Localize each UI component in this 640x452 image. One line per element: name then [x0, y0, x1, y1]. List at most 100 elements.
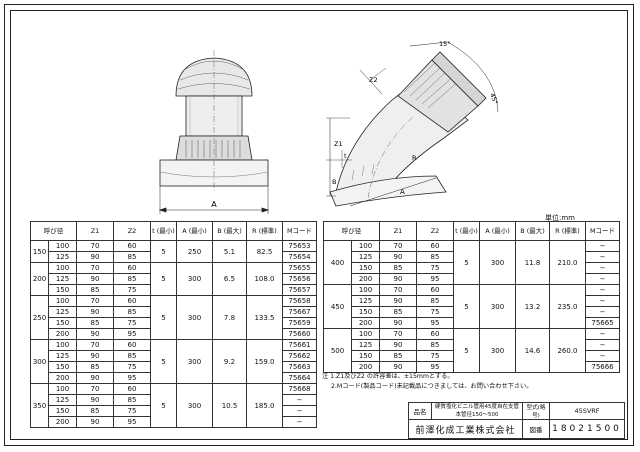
cell-z2: 85 — [416, 251, 454, 263]
cell-z1: 90 — [76, 306, 114, 318]
cell-mcode: 75655 — [282, 262, 317, 274]
cell-z1: 90 — [76, 416, 114, 428]
cell-z2: 85 — [416, 295, 454, 307]
cell-z1: 85 — [379, 350, 417, 362]
cell-sub: 100 — [48, 339, 77, 351]
cell-mcode: 75657 — [282, 284, 317, 296]
cell-sub: 200 — [48, 372, 77, 384]
cell-z1: 90 — [379, 273, 417, 285]
cell-nominal: 450 — [323, 284, 352, 329]
cell-z2: 95 — [113, 328, 151, 340]
cell-z1: 90 — [379, 317, 417, 329]
cell-z1: 90 — [76, 251, 114, 263]
product-name-line1: 硬質塩化ビニル管用45度自在支管 — [435, 404, 519, 410]
cell-mcode: − — [585, 295, 620, 307]
cell-mcode: − — [585, 339, 620, 351]
cell-mcode: 75658 — [282, 295, 317, 307]
angle-15-label: 15° — [439, 40, 451, 48]
cell-a: 300 — [479, 240, 516, 285]
col-z2: Z2 — [113, 221, 151, 241]
col-t: t (最小) — [150, 221, 177, 241]
cell-t: 5 — [453, 284, 480, 329]
cell-z2: 75 — [416, 350, 454, 362]
cell-mcode: 75660 — [282, 328, 317, 340]
cell-r: 133.5 — [246, 295, 283, 340]
model-value: 45SVRF — [549, 402, 625, 420]
cell-r: 159.0 — [246, 339, 283, 384]
col-a: A (最小) — [479, 221, 516, 241]
inner-border — [10, 10, 628, 440]
cell-z2: 95 — [113, 372, 151, 384]
col-z1: Z1 — [76, 221, 114, 241]
cell-z1: 85 — [76, 317, 114, 329]
cell-sub: 200 — [351, 273, 380, 285]
cell-nominal: 300 — [30, 339, 49, 384]
cell-mcode: − — [585, 306, 620, 318]
cell-b: 6.5 — [212, 262, 247, 296]
cell-z1: 90 — [379, 361, 417, 373]
cell-sub: 100 — [351, 240, 380, 252]
cell-sub: 125 — [351, 295, 380, 307]
notes: 注 1.Z1及びZ2 の許容差は、±15mmとする。 2.Mコード(製品コード)… — [322, 372, 532, 392]
col-b: B (最大) — [212, 221, 247, 241]
cell-z1: 90 — [379, 339, 417, 351]
cell-z2: 75 — [416, 262, 454, 274]
cell-z2: 95 — [113, 416, 151, 428]
cell-b: 7.8 — [212, 295, 247, 340]
cell-r: 235.0 — [549, 284, 586, 329]
outer-border — [4, 4, 634, 446]
cell-z2: 75 — [113, 361, 151, 373]
title-block: 品名 硬質塩化ビニル管用45度自在支管 本管径150〜500 型式(略号) 45… — [408, 402, 625, 439]
spec-table-right: 呼び径 Z1 Z2 t (最小) A (最小) B (最大) R (標準) Mコ… — [323, 221, 620, 373]
cell-z2: 85 — [113, 273, 151, 285]
cell-z2: 85 — [113, 350, 151, 362]
cell-mcode: − — [585, 251, 620, 263]
cell-z1: 70 — [76, 240, 114, 252]
cell-z1: 85 — [76, 361, 114, 373]
cell-b: 14.6 — [515, 328, 550, 373]
cell-mcode: 75665 — [585, 317, 620, 329]
cell-mcode: 75662 — [282, 350, 317, 362]
cell-b: 13.2 — [515, 284, 550, 329]
cell-z1: 70 — [379, 240, 417, 252]
table-header-row: 呼び径 Z1 Z2 t (最小) A (最小) B (最大) R (標準) Mコ… — [30, 221, 317, 241]
cell-a: 300 — [176, 339, 213, 384]
cell-mcode: 75661 — [282, 339, 317, 351]
cell-sub: 125 — [48, 251, 77, 263]
cell-z1: 85 — [379, 306, 417, 318]
cell-mcode: 75656 — [282, 273, 317, 285]
cell-sub: 125 — [48, 306, 77, 318]
note-2: 2.Mコード(製品コード)未記載品につきましては、お問い合わせ下さい。 — [331, 383, 533, 390]
cell-mcode: − — [282, 416, 317, 428]
cell-r: 260.0 — [549, 328, 586, 373]
z1-label: Z1 — [334, 140, 343, 148]
cell-z1: 85 — [379, 262, 417, 274]
cell-z2: 60 — [113, 295, 151, 307]
cell-z2: 75 — [113, 405, 151, 417]
cell-mcode: 75664 — [282, 372, 317, 384]
cell-b: 10.5 — [212, 383, 247, 428]
cell-sub: 100 — [48, 383, 77, 395]
cell-z2: 95 — [416, 317, 454, 329]
cell-t: 5 — [150, 262, 177, 296]
cell-sub: 150 — [351, 306, 380, 318]
cell-nominal: 250 — [30, 295, 49, 340]
note-1: 注 1.Z1及びZ2 の許容差は、±15mmとする。 — [322, 373, 454, 380]
cell-z1: 90 — [76, 372, 114, 384]
cell-sub: 100 — [48, 240, 77, 252]
cell-z2: 60 — [416, 284, 454, 296]
cell-mcode: 75659 — [282, 317, 317, 329]
cell-t: 5 — [453, 328, 480, 373]
cell-r: 185.0 — [246, 383, 283, 428]
cell-sub: 200 — [351, 317, 380, 329]
